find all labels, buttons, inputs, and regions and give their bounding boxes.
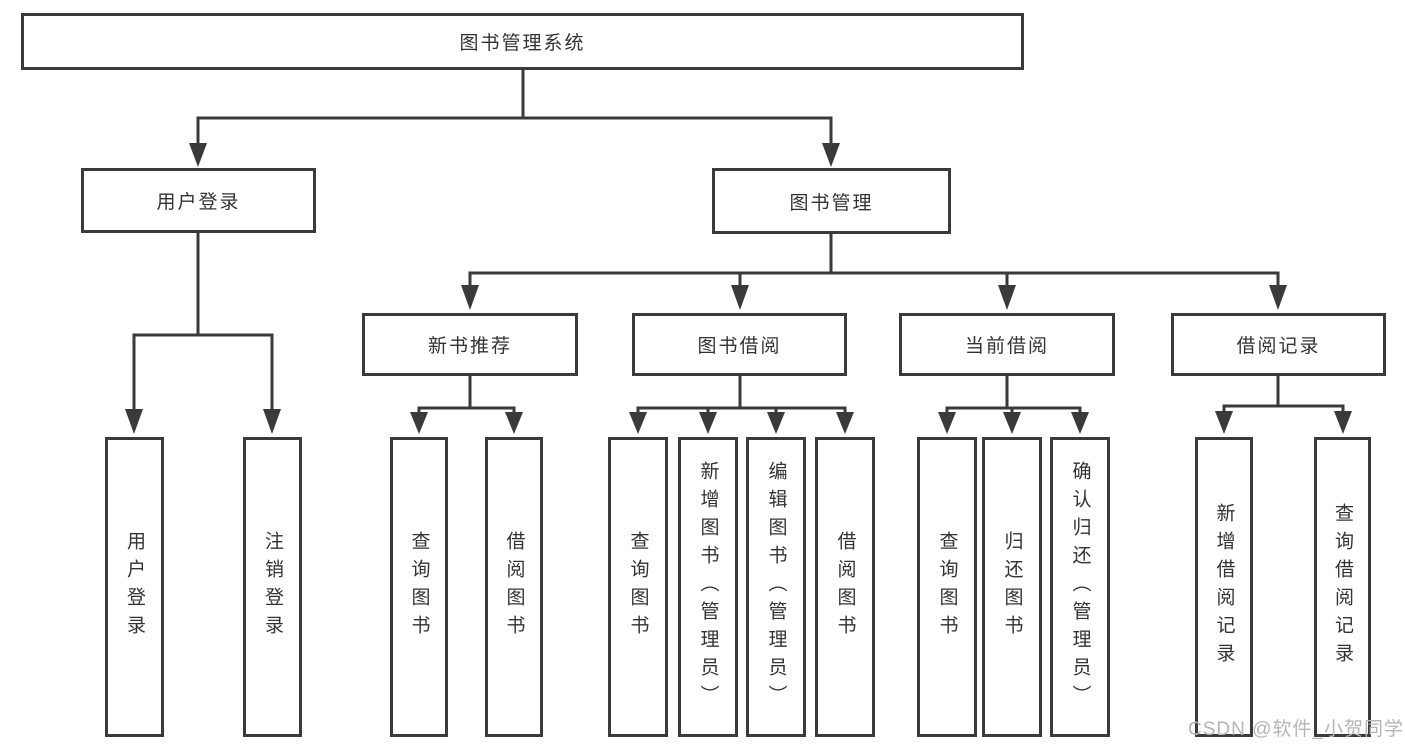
node-borrow-books: 借阅图书 bbox=[815, 437, 875, 737]
node-query-borrow-record-label: 查询借阅记录 bbox=[1332, 503, 1353, 671]
node-borrowing-records: 借阅记录 bbox=[1171, 313, 1386, 376]
node-current-borrowing: 当前借阅 bbox=[899, 313, 1115, 376]
node-confirm-return-admin: 确认归还（管理员） bbox=[1050, 437, 1110, 737]
node-root-label: 图书管理系统 bbox=[459, 33, 586, 54]
node-query-books-current: 查询图书 bbox=[917, 437, 977, 737]
node-borrow-books-recommend-label: 借阅图书 bbox=[503, 531, 525, 643]
node-logout: 注销登录 bbox=[243, 437, 302, 737]
node-user-login: 用户登录 bbox=[105, 437, 164, 737]
node-user-login-module: 用户登录 bbox=[81, 168, 316, 233]
node-query-books-borrow: 查询图书 bbox=[608, 437, 668, 737]
node-user-login-label: 用户登录 bbox=[124, 531, 145, 643]
watermark: CSDN @软件_小贺同学 bbox=[1188, 719, 1404, 740]
node-confirm-return-admin-label: 确认归还（管理员） bbox=[1069, 461, 1091, 713]
node-add-book-admin-label: 新增图书（管理员） bbox=[697, 461, 719, 713]
node-return-books: 归还图书 bbox=[982, 437, 1042, 737]
node-new-book-recommend: 新书推荐 bbox=[362, 313, 578, 376]
node-user-login-module-label: 用户登录 bbox=[156, 192, 241, 213]
node-borrowing-records-label: 借阅记录 bbox=[1236, 336, 1321, 357]
node-query-books-current-label: 查询图书 bbox=[936, 531, 958, 643]
node-book-borrowing-label: 图书借阅 bbox=[697, 336, 782, 357]
node-query-books-borrow-label: 查询图书 bbox=[627, 531, 649, 643]
node-return-books-label: 归还图书 bbox=[1001, 531, 1023, 643]
node-current-borrowing-label: 当前借阅 bbox=[964, 336, 1049, 357]
node-book-management-label: 图书管理 bbox=[789, 192, 874, 214]
node-add-borrow-record: 新增借阅记录 bbox=[1195, 437, 1253, 737]
node-logout-label: 注销登录 bbox=[262, 531, 283, 643]
node-query-books-recommend-label: 查询图书 bbox=[408, 531, 430, 643]
node-root: 图书管理系统 bbox=[21, 13, 1024, 70]
node-add-book-admin: 新增图书（管理员） bbox=[678, 437, 738, 737]
node-new-book-recommend-label: 新书推荐 bbox=[427, 336, 512, 357]
node-book-borrowing: 图书借阅 bbox=[632, 313, 847, 376]
node-query-borrow-record: 查询借阅记录 bbox=[1314, 437, 1371, 737]
node-borrow-books-recommend: 借阅图书 bbox=[485, 437, 543, 737]
node-edit-book-admin: 编辑图书（管理员） bbox=[746, 437, 806, 737]
node-add-borrow-record-label: 新增借阅记录 bbox=[1213, 503, 1235, 671]
node-edit-book-admin-label: 编辑图书（管理员） bbox=[765, 461, 787, 713]
node-borrow-books-label: 借阅图书 bbox=[834, 531, 856, 643]
node-query-books-recommend: 查询图书 bbox=[390, 437, 448, 737]
node-book-management: 图书管理 bbox=[712, 168, 951, 234]
